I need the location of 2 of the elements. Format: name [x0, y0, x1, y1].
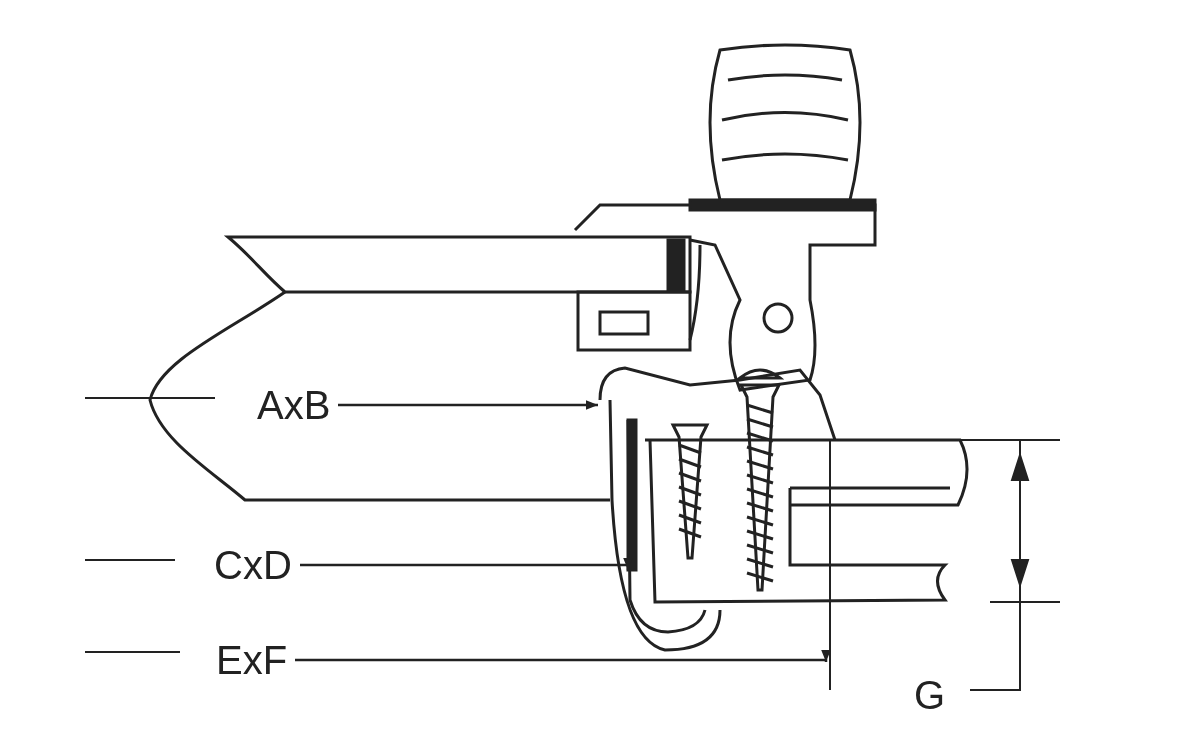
leader-line: [338, 400, 600, 410]
leader-line: [295, 650, 831, 664]
